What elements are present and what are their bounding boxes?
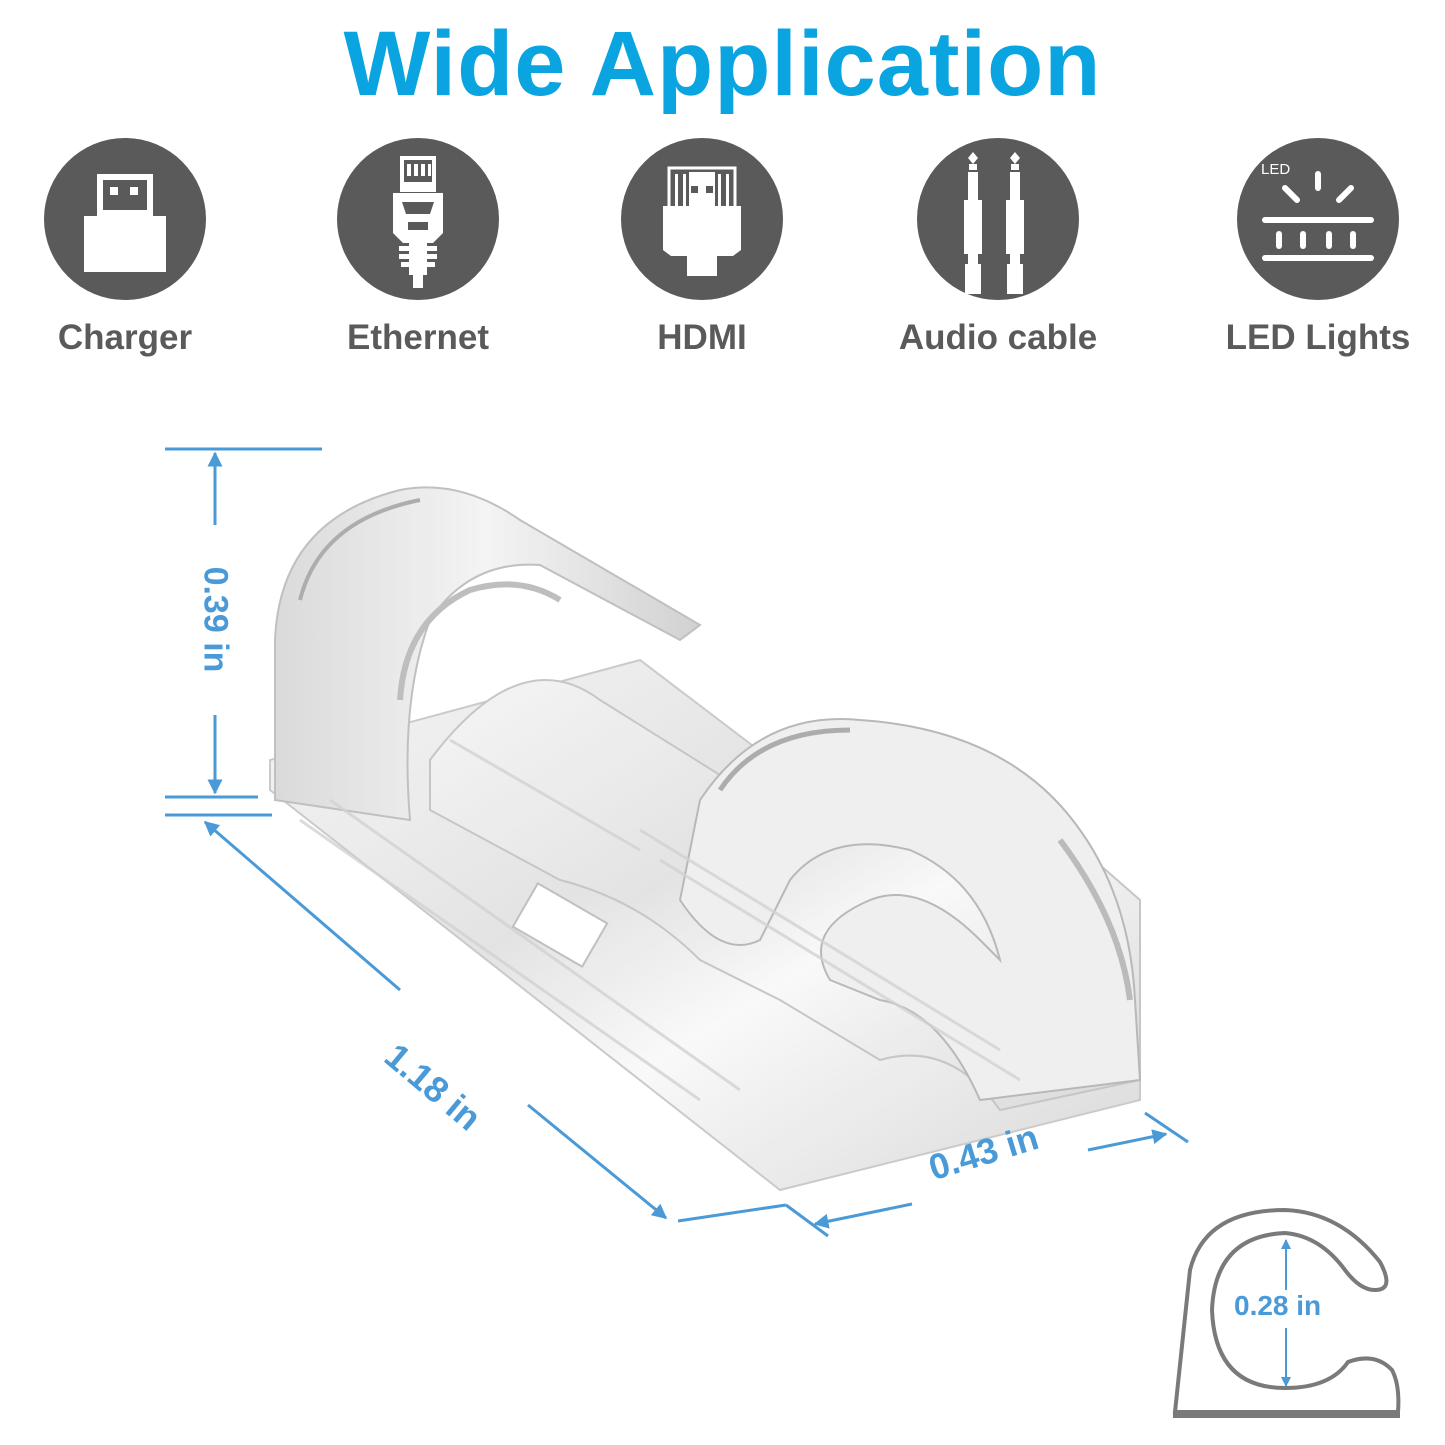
usb-plug-icon — [44, 138, 206, 300]
application-ethernet: Ethernet — [298, 138, 538, 358]
audio-jack-icon — [917, 138, 1079, 300]
cable-clip-image — [269, 486, 1142, 1192]
application-charger: Charger — [5, 138, 245, 358]
ethernet-plug-icon — [337, 138, 499, 300]
length-dimension — [165, 813, 787, 1223]
height-label: 0.39 in — [196, 566, 235, 673]
led-badge-text: LED — [1261, 161, 1290, 178]
application-audio-cable: Audio cable — [878, 138, 1118, 358]
height-dimension — [165, 447, 322, 799]
application-led-lights: LED LED Lights — [1198, 138, 1438, 358]
page-title: Wide Application — [343, 13, 1102, 115]
application-label: Audio cable — [898, 318, 1098, 357]
width-dimension — [785, 1111, 1189, 1238]
application-label: Charger — [57, 318, 193, 357]
clip-cross-section — [1172, 1207, 1401, 1418]
led-strip-icon: LED — [1237, 138, 1399, 300]
application-label: LED Lights — [1225, 318, 1411, 357]
application-label: HDMI — [657, 318, 747, 357]
application-hdmi: HDMI — [582, 138, 822, 358]
hdmi-plug-icon — [621, 138, 783, 300]
application-label: Ethernet — [347, 318, 489, 357]
opening-label: 0.28 in — [1234, 1290, 1322, 1321]
